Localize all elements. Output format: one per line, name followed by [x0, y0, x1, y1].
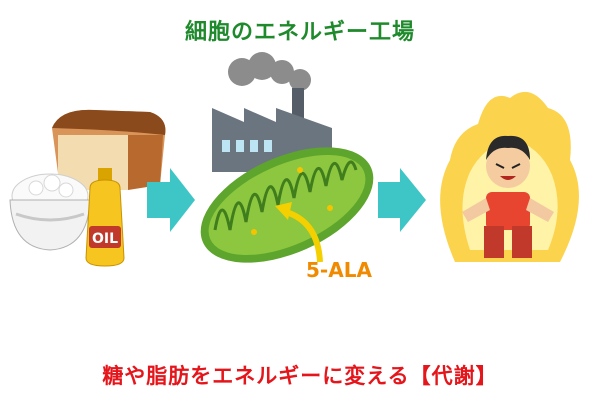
- rice-bowl-icon: [9, 173, 91, 251]
- energetic-person-icon: [440, 91, 579, 263]
- flow-arrow-left: [147, 168, 195, 232]
- ala-label: 5-ALA: [306, 258, 372, 282]
- oil-label: OIL: [92, 231, 118, 247]
- flow-arrow-right: [378, 168, 426, 232]
- bread-icon: [52, 109, 166, 190]
- curved-arrow-icon: [275, 202, 323, 263]
- diagram-title: 細胞のエネルギー工場: [184, 20, 415, 45]
- oil-bottle-icon: OIL: [85, 168, 125, 267]
- caption: 糖や脂肪をエネルギーに変える【代謝】: [102, 364, 498, 388]
